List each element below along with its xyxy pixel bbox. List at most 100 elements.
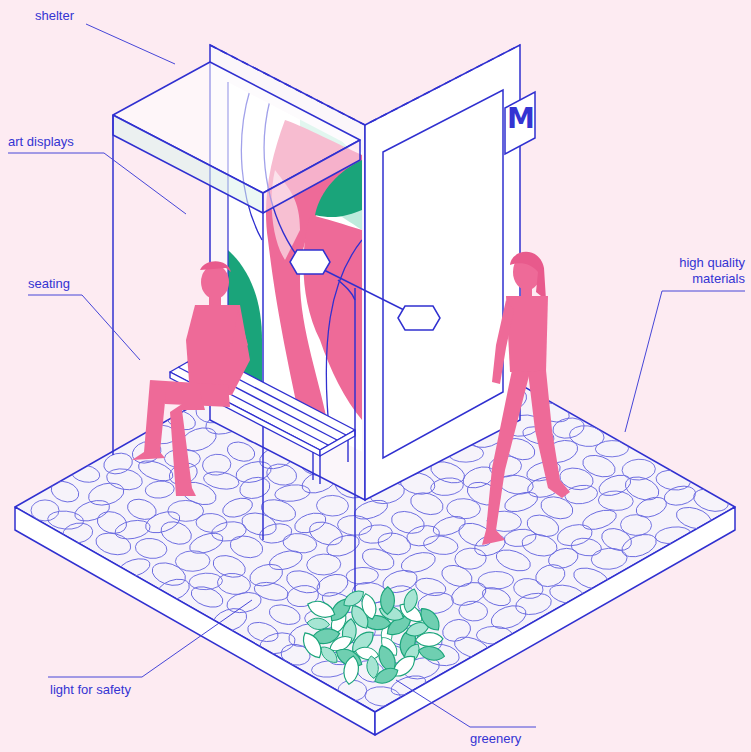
leader-line	[28, 295, 140, 360]
leader-lines	[8, 24, 745, 727]
leaf	[342, 655, 361, 685]
torso	[506, 296, 548, 372]
paving-stone	[245, 619, 280, 645]
paving-stone	[238, 474, 272, 501]
paving-stone	[102, 450, 135, 476]
post	[112, 115, 114, 455]
metro-logo: M	[506, 103, 536, 135]
door	[383, 90, 503, 458]
wall	[365, 45, 520, 500]
paving-stone	[564, 483, 599, 505]
paving-stone	[502, 489, 540, 516]
paving-stone	[210, 604, 250, 635]
leg	[528, 370, 570, 498]
paving-stone	[338, 680, 367, 701]
paving-stone	[478, 571, 514, 590]
paving-stone	[95, 509, 129, 537]
paving-stone	[125, 496, 159, 523]
pole	[354, 288, 356, 600]
paving-stone	[358, 523, 394, 545]
leaf	[307, 617, 330, 630]
paving-stone	[228, 533, 265, 561]
lamp-arm	[338, 280, 355, 300]
paving-stone	[654, 525, 691, 545]
paving-stone	[136, 457, 176, 485]
paving-stone	[448, 578, 489, 609]
art-line	[326, 240, 362, 440]
bench-leg	[347, 440, 348, 462]
platform-side	[15, 507, 375, 735]
leader-line	[8, 153, 186, 214]
leaf	[401, 587, 420, 614]
lamp	[398, 306, 440, 330]
paving-stone	[546, 545, 580, 571]
shin	[132, 380, 166, 460]
leader-line	[396, 680, 536, 727]
hair	[200, 261, 231, 272]
paving-stone	[306, 518, 345, 549]
paving-stone	[494, 546, 534, 575]
part-label: art displays	[8, 134, 74, 150]
paving-stone	[439, 562, 475, 590]
paving-stone	[267, 602, 302, 628]
paving-stone	[376, 530, 413, 557]
paving-stone	[568, 424, 605, 448]
head	[201, 265, 229, 299]
arm	[196, 310, 248, 388]
paving-stone	[399, 549, 437, 576]
paving-stone	[360, 545, 397, 574]
greenery-plant	[299, 587, 446, 688]
leg	[170, 392, 205, 496]
paving-stone	[253, 580, 290, 604]
leaf	[341, 587, 367, 610]
paving-stone	[514, 591, 553, 618]
roof-side	[263, 140, 360, 213]
paving-stone	[422, 534, 459, 557]
paving-stone	[154, 575, 192, 605]
paving-stone	[149, 559, 188, 590]
paving-stone	[274, 483, 311, 503]
roof-front	[113, 115, 263, 213]
paving-stone	[105, 466, 144, 492]
paving-stone	[72, 497, 112, 525]
leaf	[416, 604, 443, 634]
paving-stone	[259, 496, 298, 525]
paving-stone	[31, 500, 59, 521]
leader-line	[625, 291, 745, 432]
arm	[492, 300, 514, 384]
paving-stone	[202, 453, 232, 476]
walking-person	[482, 252, 570, 545]
paving-stone	[346, 567, 379, 585]
paving-stone	[316, 495, 348, 516]
leaf	[417, 644, 446, 663]
part-label: light for safety	[50, 682, 131, 698]
paving-stone	[364, 685, 401, 707]
metro-sign	[505, 92, 535, 154]
street-light	[290, 250, 440, 600]
paving-stone	[634, 494, 669, 521]
leaf	[299, 629, 326, 661]
paving-stone	[663, 483, 698, 507]
paving-stone	[48, 478, 81, 506]
paving-stone	[113, 518, 151, 542]
paving-stone	[596, 471, 633, 499]
paving-stone	[202, 469, 240, 491]
paving-stone	[476, 626, 512, 644]
paving-stone	[452, 633, 492, 662]
paving-stone	[619, 530, 659, 561]
paving-stone	[525, 512, 562, 540]
bench-leg	[319, 456, 320, 484]
leaf	[372, 664, 401, 687]
paving-stone	[513, 577, 544, 600]
paving-stone	[86, 480, 126, 509]
bench-edge	[320, 430, 355, 456]
paving-stone	[158, 518, 195, 548]
paving-stone	[61, 521, 94, 545]
seated-person	[132, 261, 250, 496]
leaf	[380, 587, 394, 615]
paving-stone	[267, 547, 304, 573]
paving-stone	[571, 564, 611, 593]
paving-stone	[431, 513, 468, 539]
platform-side	[375, 507, 735, 735]
